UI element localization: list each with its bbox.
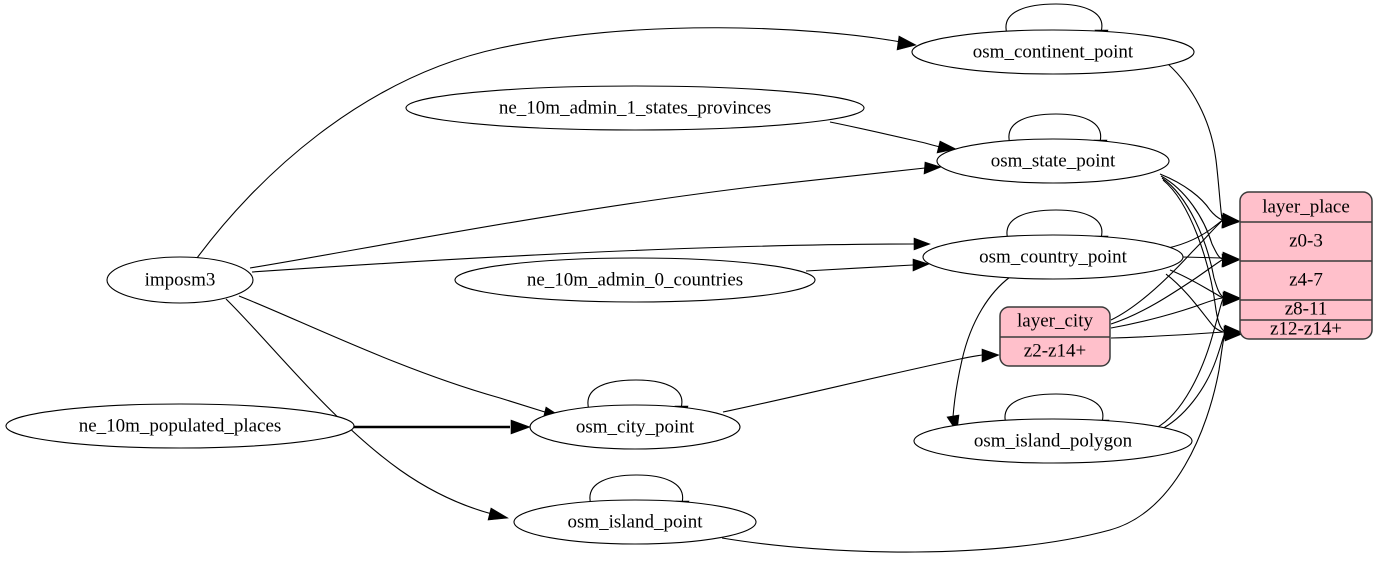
- edge-layer_city-to-layer_place-z12-z14: [1110, 331, 1225, 339]
- arrowhead: [896, 35, 917, 51]
- node-osm_country_point[interactable]: osm_country_point: [922, 234, 1184, 280]
- record-row-z4-7[interactable]: z4-7: [1289, 269, 1323, 290]
- edge-osm_country_point-to-layer_place-z12-z14: [1165, 273, 1225, 333]
- edge-layer_city-to-layer_place-z4-7: [1110, 259, 1223, 325]
- node-osm_island_polygon[interactable]: osm_island_polygon: [913, 418, 1193, 464]
- edge-layer_city-to-layer_place-z0-3: [1110, 220, 1223, 321]
- edge-osm_city_point-self-loop: [587, 379, 683, 411]
- record-row-z8-11[interactable]: z8-11: [1285, 298, 1328, 319]
- edge-osm_island_polygon-to-layer_place-z8-11: [1155, 298, 1224, 429]
- record-row-z2-z14[interactable]: z2-z14+: [1024, 340, 1086, 361]
- edge-osm_country_point-to-osm_island_polygon: [952, 276, 1011, 418]
- node-label: ne_10m_populated_places: [79, 415, 282, 436]
- arrowhead: [1222, 292, 1241, 307]
- node-ne_10m_admin_1_states_provinces[interactable]: ne_10m_admin_1_states_provinces: [405, 85, 865, 131]
- edge-osm_state_point-to-layer_place-z0-3: [1159, 173, 1223, 221]
- edge-osm_city_point-to-layer_city-z2-z14: [722, 354, 983, 413]
- record-title-layer_place: layer_place: [1262, 196, 1350, 217]
- node-label: imposm3: [145, 269, 216, 290]
- edge-ne_10m_admin_0_countries-to-osm_country_point: [805, 264, 914, 272]
- node-label: osm_country_point: [979, 246, 1127, 267]
- node-label: osm_city_point: [576, 416, 695, 437]
- node-ne_10m_admin_0_countries[interactable]: ne_10m_admin_0_countries: [454, 257, 816, 303]
- record-title-layer_city: layer_city: [1017, 310, 1093, 331]
- edge-imposm3-to-osm_island_point: [225, 298, 493, 515]
- edge-osm_continent_point-self-loop: [1005, 3, 1103, 35]
- edge-osm_state_point-self-loop: [1008, 113, 1102, 145]
- arrowhead: [912, 258, 930, 272]
- node-label: osm_island_polygon: [974, 430, 1133, 451]
- edge-imposm3-to-osm_country_point: [251, 243, 915, 273]
- edge-osm_country_point-to-layer_place-z8-11: [1169, 269, 1224, 299]
- arrowhead: [487, 507, 509, 521]
- edge-imposm3-to-osm_continent_point: [196, 27, 902, 259]
- node-label: osm_continent_point: [973, 41, 1134, 62]
- node-osm_state_point[interactable]: osm_state_point: [936, 138, 1170, 184]
- node-label: osm_state_point: [991, 150, 1116, 171]
- arrowhead: [1221, 253, 1240, 268]
- node-osm_island_point[interactable]: osm_island_point: [513, 499, 757, 545]
- node-label: osm_island_point: [567, 511, 703, 532]
- edge-ne_10m_admin_1_states_provinces-to-osm_state_point: [829, 121, 941, 148]
- node-label: ne_10m_admin_0_countries: [527, 269, 743, 290]
- arrowhead: [510, 419, 531, 435]
- arrowhead: [913, 237, 931, 251]
- edge-imposm3-to-osm_state_point: [249, 167, 926, 269]
- node-osm_city_point[interactable]: osm_city_point: [529, 404, 741, 450]
- edge-osm_island_polygon-self-loop: [1004, 393, 1104, 425]
- node-imposm3[interactable]: imposm3: [106, 256, 254, 304]
- edge-osm_island_point-to-layer_place-z12-z14: [721, 333, 1226, 553]
- edge-osm_continent_point-to-layer_place-z0-3: [1167, 63, 1223, 220]
- edge-osm_island_polygon-to-layer_place-z12-z14: [1157, 332, 1226, 432]
- edge-osm_country_point-to-layer_place-z0-3: [1167, 219, 1224, 249]
- node-label: ne_10m_admin_1_states_provinces: [499, 97, 771, 118]
- edge-layer_city-to-layer_place-z8-11: [1110, 297, 1224, 329]
- edge-osm_country_point-self-loop: [1006, 209, 1103, 241]
- edge-imposm3-to-osm_city_point: [238, 295, 549, 414]
- arrowhead: [923, 161, 942, 175]
- edge-osm_island_point-self-loop: [589, 474, 684, 506]
- edge-osm_state_point-to-layer_place-z4-7: [1160, 175, 1223, 260]
- arrowhead: [1221, 214, 1240, 229]
- record-node-layer: layer_place z0-3 z4-7 z8-11 z12-z14+ lay…: [999, 191, 1373, 367]
- record-node-layer_place[interactable]: layer_place z0-3 z4-7 z8-11 z12-z14+: [1239, 191, 1373, 340]
- record-node-layer_city[interactable]: layer_city z2-z14+: [999, 306, 1111, 367]
- node-ne_10m_populated_places[interactable]: ne_10m_populated_places: [5, 403, 355, 449]
- record-row-z12-z14[interactable]: z12-z14+: [1270, 318, 1342, 339]
- node-layer: imposm3 ne_10m_admin_1_states_provinces …: [5, 29, 1195, 545]
- edge-osm_country_point-to-layer_place-z4-7: [1182, 256, 1223, 259]
- arrowhead: [1224, 327, 1243, 342]
- edge-osm_state_point-to-layer_place-z8-11: [1161, 177, 1224, 298]
- record-row-z0-3[interactable]: z0-3: [1289, 230, 1323, 251]
- node-osm_continent_point[interactable]: osm_continent_point: [911, 29, 1195, 75]
- arrowhead: [981, 348, 1000, 363]
